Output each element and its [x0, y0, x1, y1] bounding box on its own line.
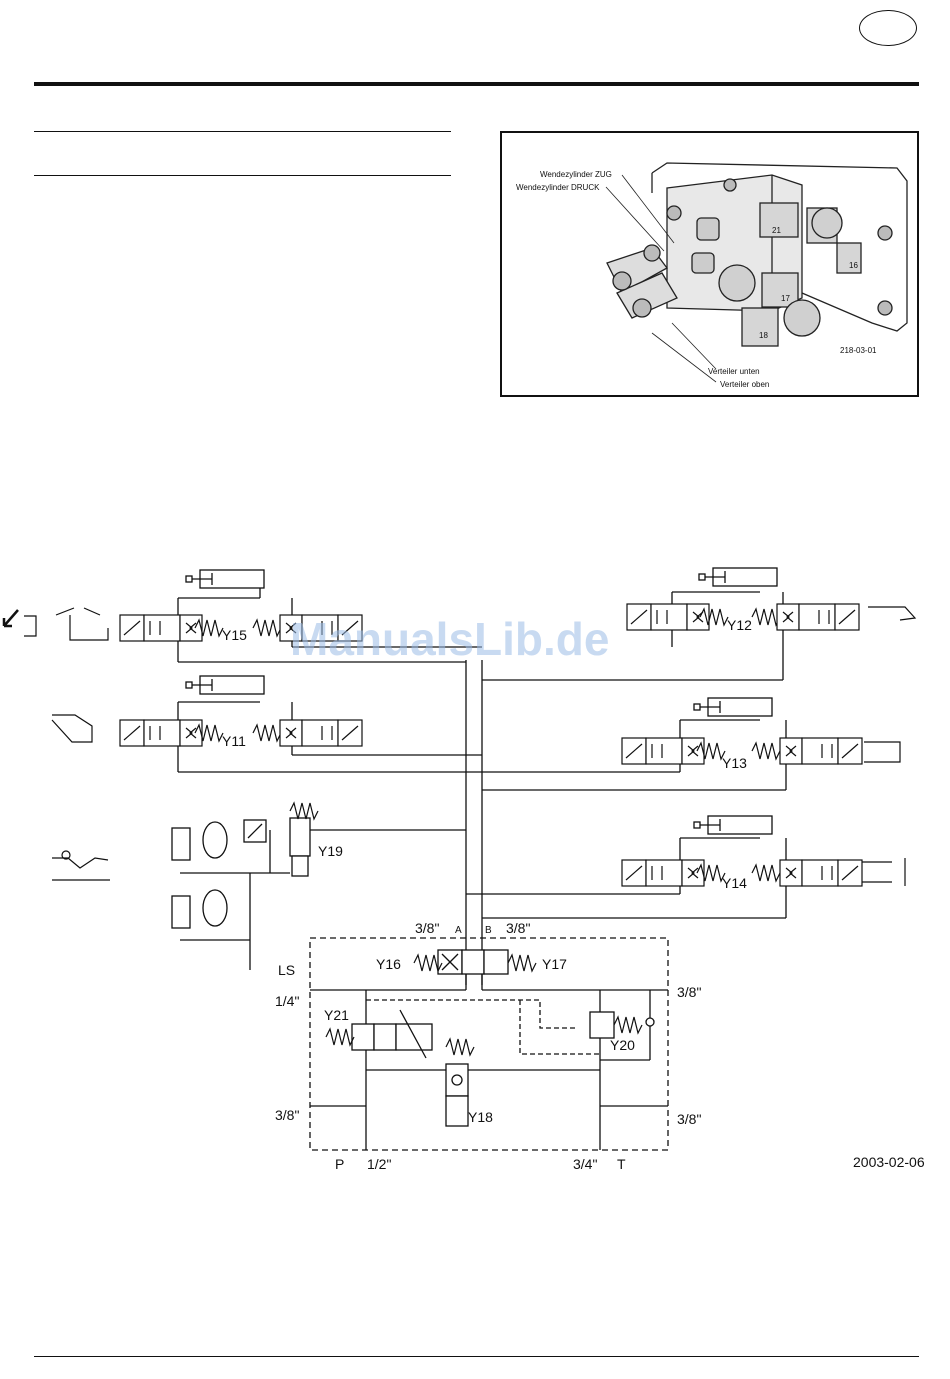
- language-badge: [859, 10, 917, 46]
- label-y13: Y13: [722, 755, 747, 771]
- footer-rule: [34, 1356, 919, 1357]
- port-p: P: [335, 1156, 344, 1172]
- date-code: 2003-02-06: [853, 1154, 925, 1170]
- image-code: 218-03-01: [840, 346, 877, 355]
- size-b: 3/8": [506, 920, 530, 936]
- header-rule: [34, 82, 919, 86]
- size-right-mid: 3/8": [677, 1111, 701, 1127]
- label-y18: Y18: [468, 1109, 493, 1125]
- size-t: 3/4": [573, 1156, 597, 1172]
- label-y11: Y11: [222, 733, 246, 749]
- valve-block-photo: Wendezylinder ZUG Wendezylinder DRUCK Ve…: [500, 131, 919, 397]
- port-b: B: [485, 925, 492, 936]
- part-number-21: 21: [772, 226, 781, 235]
- hydraulic-schematic: Y15 Y11 Y12 Y13 Y14 Y19 Y16 Y17 Y21 Y20 …: [0, 540, 950, 1180]
- part-number-16: 16: [849, 261, 858, 270]
- port-a: A: [455, 925, 462, 936]
- size-right-top: 3/8": [677, 984, 701, 1000]
- size-p: 1/2": [367, 1156, 391, 1172]
- section-rule-top: [34, 131, 451, 132]
- label-y14: Y14: [722, 875, 747, 891]
- watermark: ManualsLib.de: [290, 613, 609, 665]
- callout-zug: Wendezylinder ZUG: [540, 170, 612, 179]
- callout-oben: Verteiler oben: [720, 380, 769, 389]
- port-t: T: [617, 1156, 626, 1172]
- label-y21: Y21: [324, 1007, 349, 1023]
- section-rule-bottom: [34, 175, 451, 176]
- callout-unten: Verteiler unten: [708, 367, 760, 376]
- port-ls: LS: [278, 962, 295, 978]
- label-y15: Y15: [222, 627, 247, 643]
- size-ls: 1/4": [275, 993, 299, 1009]
- label-y19: Y19: [318, 843, 343, 859]
- label-y16: Y16: [376, 956, 401, 972]
- label-y20: Y20: [610, 1037, 635, 1053]
- label-y12: Y12: [727, 617, 752, 633]
- part-number-17: 17: [781, 294, 790, 303]
- part-number-18: 18: [759, 331, 768, 340]
- size-a: 3/8": [415, 920, 439, 936]
- size-left-mid: 3/8": [275, 1107, 299, 1123]
- valve-block-drawing: Wendezylinder ZUG Wendezylinder DRUCK Ve…: [502, 133, 917, 395]
- label-y17: Y17: [542, 956, 567, 972]
- callout-druck: Wendezylinder DRUCK: [516, 183, 600, 192]
